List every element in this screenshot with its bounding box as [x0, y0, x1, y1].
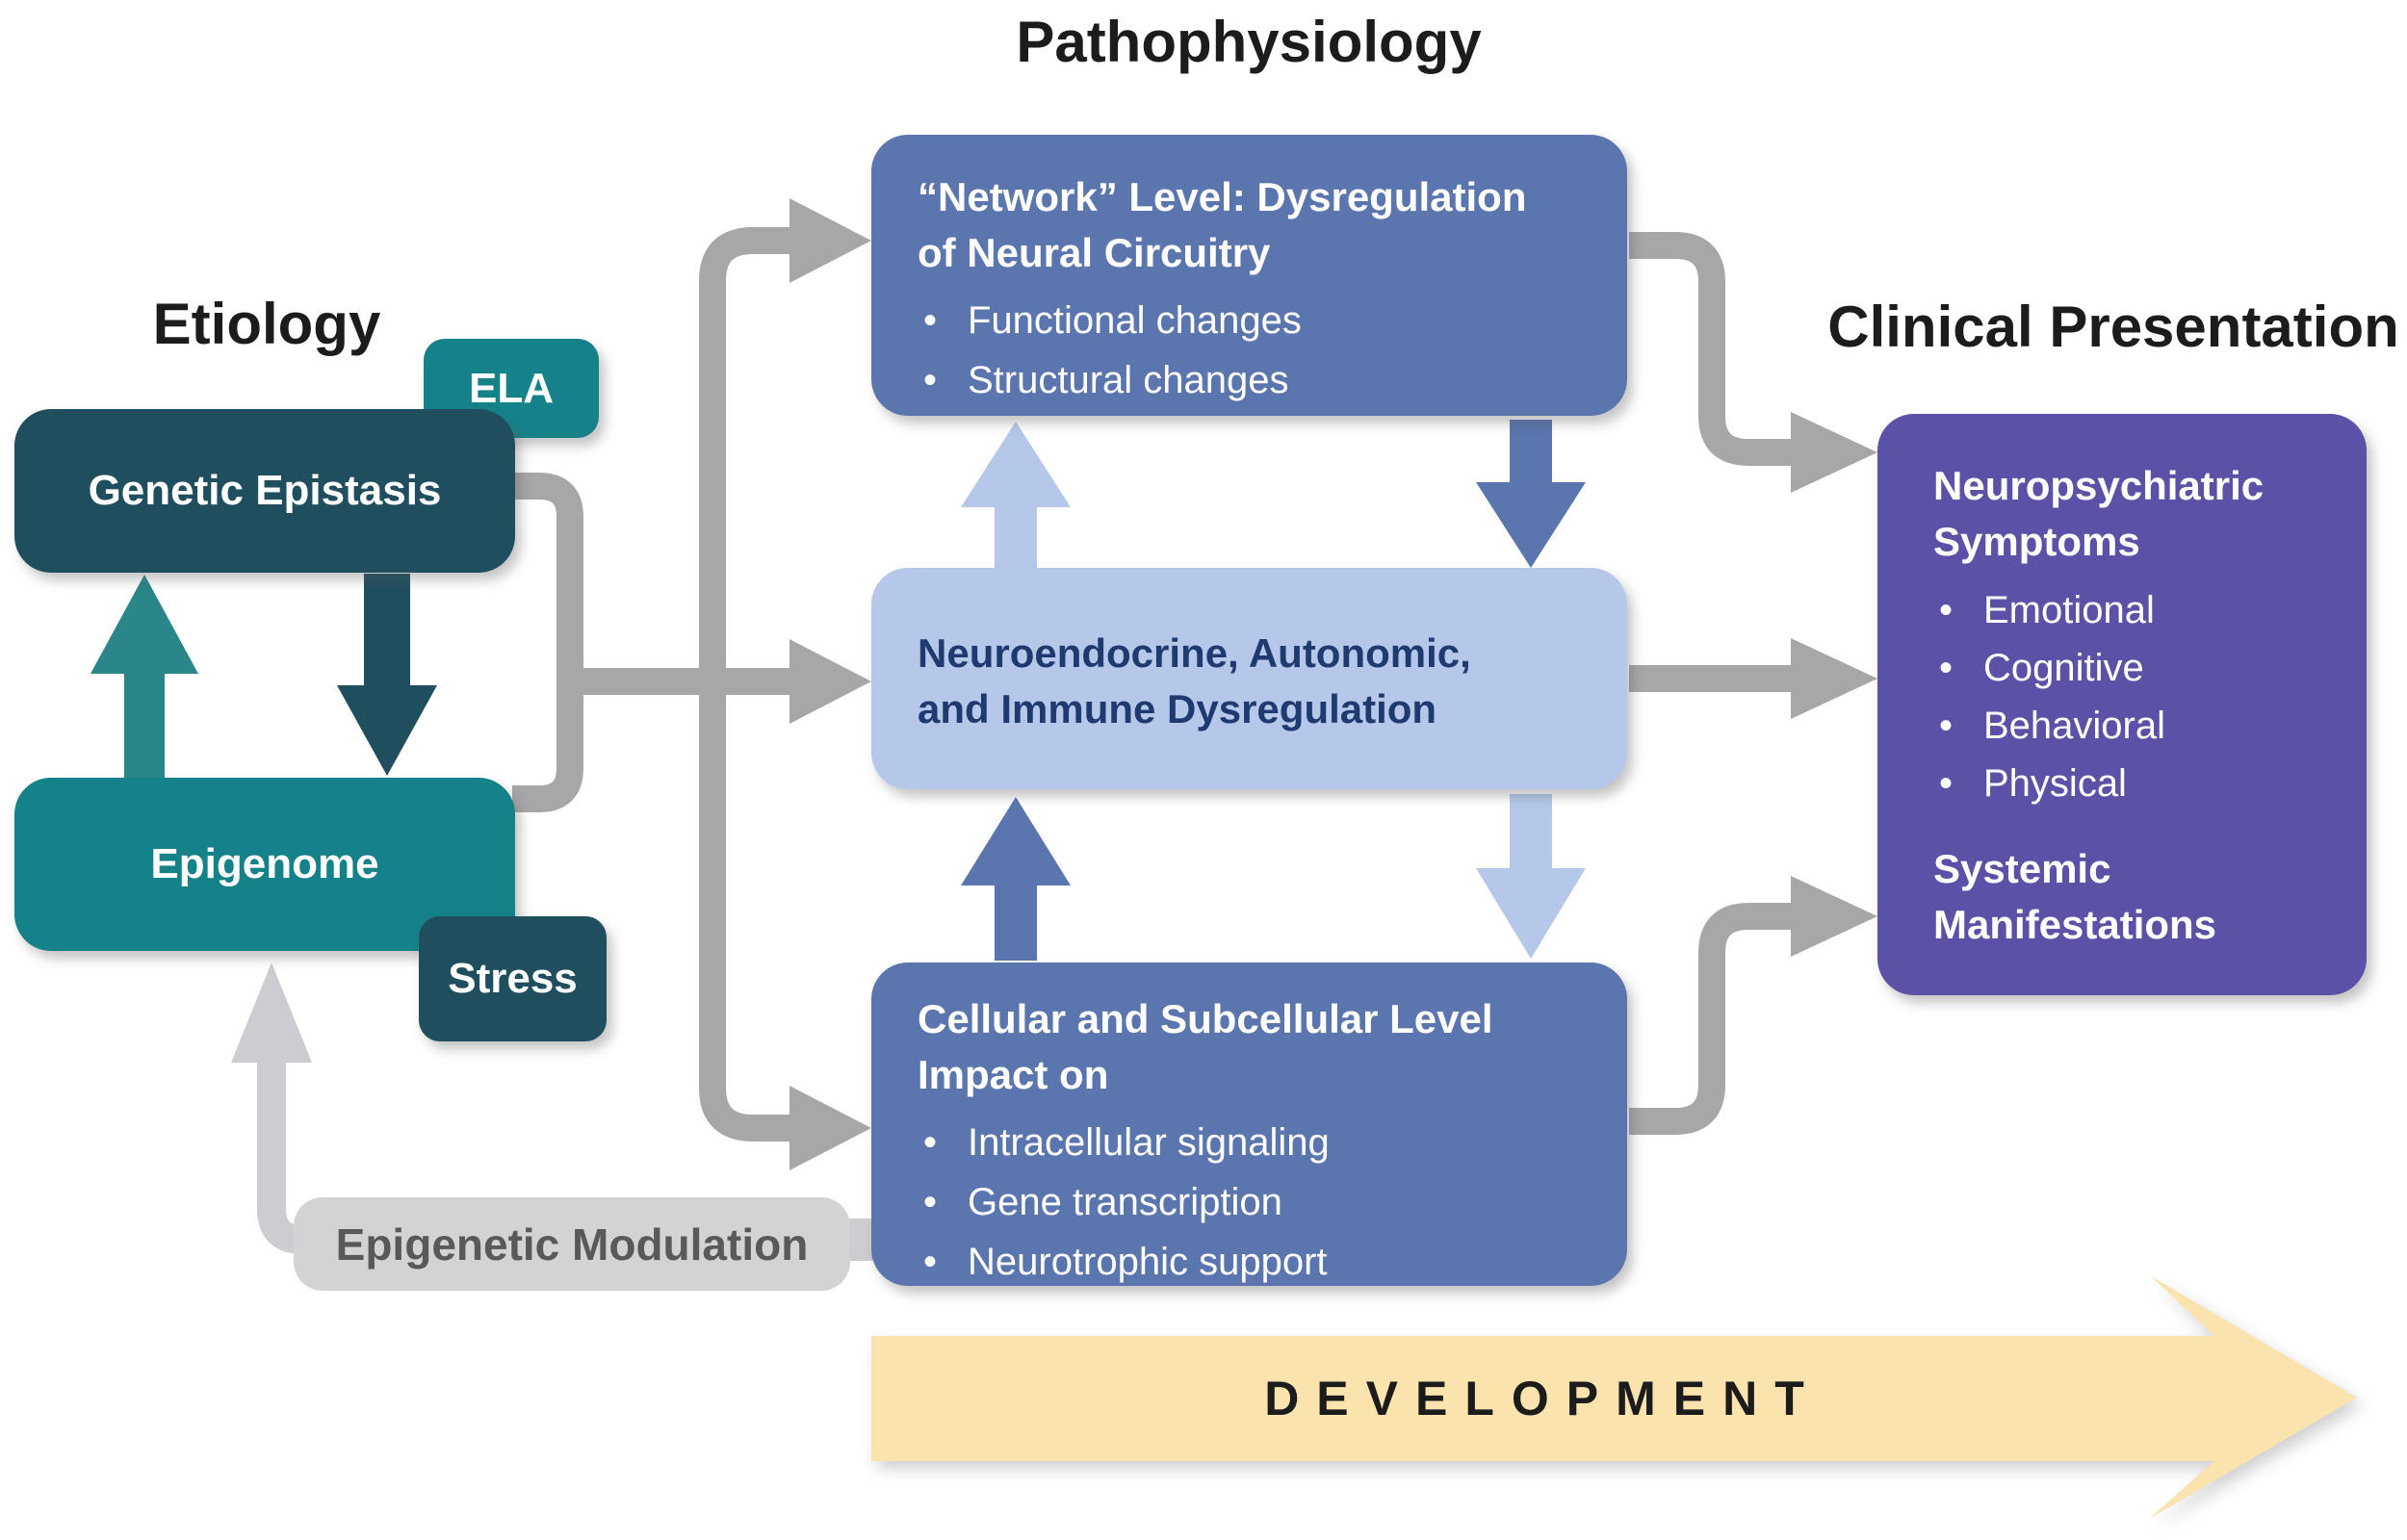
cellular-subcellular-box: Cellular and Subcellular Level Impact on… — [871, 962, 1627, 1286]
arrowhead-neuroendocrine-to-clinical — [1791, 638, 1877, 719]
stress-label: Stress — [448, 955, 578, 1002]
genetic-epistasis-label: Genetic Epistasis — [88, 467, 442, 514]
epigenetic-modulation-label: Epigenetic Modulation — [335, 1219, 809, 1270]
neuroendocrine-title-line2: and Immune Dysregulation — [918, 686, 1437, 732]
bracket-etiology-connector — [512, 473, 583, 812]
network-bullet: Functional changes — [918, 291, 1598, 350]
development-arrow — [871, 1276, 2357, 1519]
systemic-title-line2: Manifestations — [1933, 902, 2217, 947]
systemic-title-line1: Systemic — [1933, 846, 2111, 891]
etiology-heading: Etiology — [152, 292, 381, 356]
neuropsychiatric-symptoms-box: Neuropsychiatric Symptoms Emotional Cogn… — [1877, 414, 2367, 995]
arrowhead-network-to-clinical — [1791, 412, 1877, 493]
cellular-title-line2: Impact on — [918, 1052, 1109, 1097]
cellular-title-line1: Cellular and Subcellular Level — [918, 996, 1493, 1041]
arrow-neuroendocrine-to-cellular — [1476, 794, 1586, 959]
epigenome-label: Epigenome — [150, 840, 379, 887]
neuropsychiatric-title-line2: Symptoms — [1933, 519, 2140, 564]
symptom-bullet: Cognitive — [1933, 639, 2343, 697]
neuropsychiatric-title-line1: Neuropsychiatric — [1933, 463, 2265, 508]
stress-box: Stress — [419, 916, 607, 1041]
arrow-cellular-to-neuroendocrine — [961, 797, 1071, 961]
connector-trunk — [699, 227, 797, 1142]
cellular-bullet: Neurotrophic support — [918, 1232, 1598, 1292]
neuroendocrine-title-line1: Neuroendocrine, Autonomic, — [918, 630, 1471, 676]
arrowhead-to-neuroendocrine — [789, 639, 871, 724]
network-bullet: Structural changes — [918, 350, 1598, 410]
network-title-line1: “Network” Level: Dysregulation — [918, 174, 1527, 219]
arrow-network-to-neuroendocrine — [1476, 420, 1586, 568]
network-title-line2: of Neural Circuitry — [918, 230, 1271, 275]
arrowhead-cellular-to-clinical — [1791, 876, 1877, 957]
arrowhead-to-cellular — [789, 1086, 871, 1170]
connector-cellular-to-clinical — [1629, 903, 1796, 1135]
arrow-neuroendocrine-to-network — [961, 422, 1071, 570]
symptom-bullet: Emotional — [1933, 581, 2343, 639]
neuroendocrine-box: Neuroendocrine, Autonomic, and Immune Dy… — [871, 568, 1627, 789]
pathophysiology-heading: Pathophysiology — [1016, 10, 1482, 74]
arrow-genetic-to-epigenome — [337, 574, 437, 776]
symptom-bullet: Physical — [1933, 755, 2343, 812]
genetic-epistasis-box: Genetic Epistasis — [14, 409, 515, 573]
symptom-bullet: Behavioral — [1933, 697, 2343, 755]
arrow-epigenome-to-genetic — [91, 575, 198, 780]
ela-label: ELA — [469, 364, 554, 412]
arrowhead-to-network — [789, 198, 871, 283]
cellular-bullet: Gene transcription — [918, 1172, 1598, 1232]
connector-network-to-clinical — [1629, 232, 1796, 466]
clinical-presentation-heading: Clinical Presentation — [1827, 295, 2399, 359]
network-level-box: “Network” Level: Dysregulation of Neural… — [871, 135, 1627, 416]
cellular-bullet: Intracellular signaling — [918, 1113, 1598, 1172]
arrowhead-to-epigenome — [231, 962, 312, 1063]
development-label: DEVELOPMENT — [1264, 1372, 1822, 1425]
epigenetic-modulation-box: Epigenetic Modulation — [294, 1197, 850, 1291]
